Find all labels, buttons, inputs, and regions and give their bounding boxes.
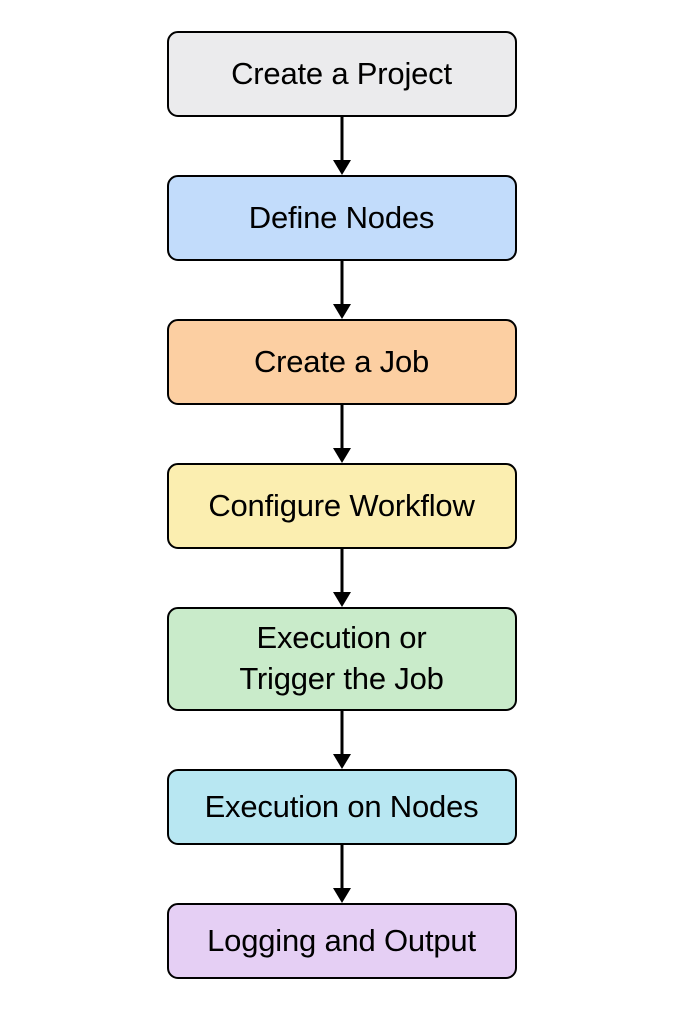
flow-node-create-a-job[interactable]: Create a Job — [166, 319, 517, 405]
flow-node-label: Execution on Nodes — [204, 788, 479, 824]
arrow-head-down-icon — [332, 888, 351, 903]
flow-node-configure-workflow[interactable]: Configure Workflow — [166, 463, 517, 549]
flow-node-label: Define Nodes — [248, 199, 435, 235]
arrow-stem — [340, 845, 343, 888]
flow-node-define-nodes[interactable]: Define Nodes — [166, 175, 517, 261]
flow-node-label: Create a Project — [231, 55, 452, 91]
flow-node-execution-on-nodes[interactable]: Execution on Nodes — [166, 769, 517, 845]
arrow-stem — [340, 711, 343, 754]
flow-arrow-create-a-project-to-define-nodes — [327, 117, 357, 175]
flow-node-label: Logging and Output — [207, 922, 476, 958]
flow-arrow-create-a-job-to-configure-workflow — [327, 405, 357, 463]
flow-arrow-configure-workflow-to-execution-or-trigger — [327, 549, 357, 607]
arrow-stem — [340, 549, 343, 592]
flow-arrow-execution-on-nodes-to-logging-and-output — [327, 845, 357, 903]
arrow-head-down-icon — [332, 160, 351, 175]
flow-node-execution-or-trigger[interactable]: Execution or Trigger the Job — [166, 607, 517, 711]
flow-arrow-define-nodes-to-create-a-job — [327, 261, 357, 319]
flow-node-label: Create a Job — [253, 343, 430, 379]
flow-node-label: Execution or Trigger the Job — [239, 620, 444, 696]
arrow-stem — [340, 405, 343, 448]
flow-node-create-a-project[interactable]: Create a Project — [166, 31, 517, 117]
arrow-head-down-icon — [332, 592, 351, 607]
flow-node-label: Configure Workflow — [208, 487, 475, 523]
arrow-head-down-icon — [332, 754, 351, 769]
arrow-head-down-icon — [332, 448, 351, 463]
arrow-stem — [340, 261, 343, 304]
arrow-head-down-icon — [332, 304, 351, 319]
flow-node-logging-and-output[interactable]: Logging and Output — [166, 903, 517, 979]
flow-arrow-execution-or-trigger-to-execution-on-nodes — [327, 711, 357, 769]
arrow-stem — [340, 117, 343, 160]
